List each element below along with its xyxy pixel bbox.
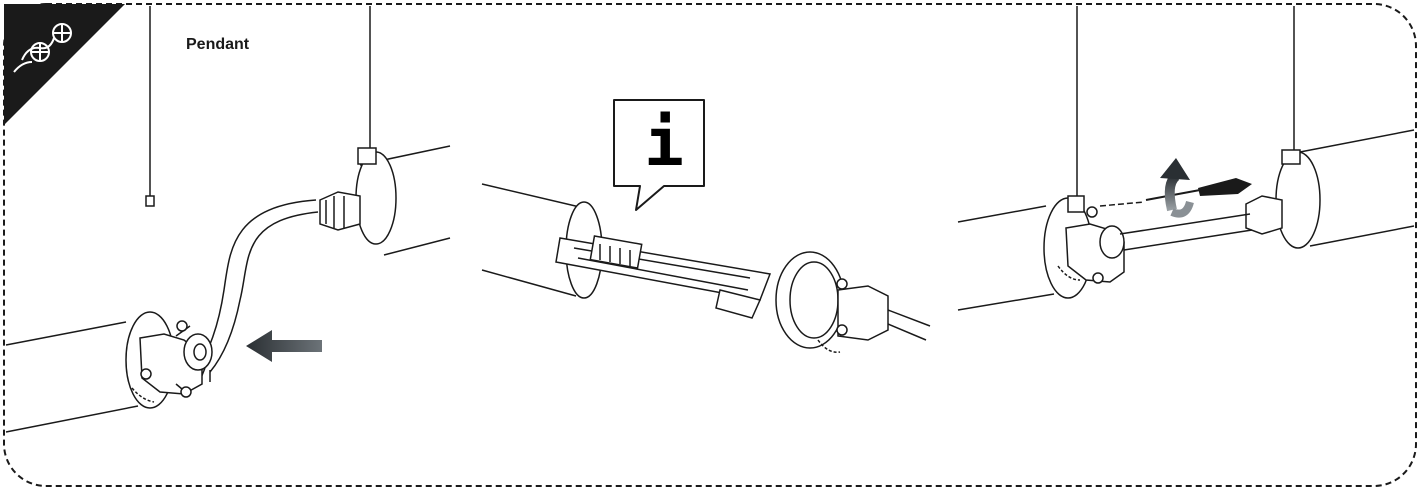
panel-3-drawing: [957, 6, 1415, 311]
info-symbol: i: [644, 104, 684, 181]
panel-1-drawing: [5, 6, 451, 433]
pendant-mount-icon: [4, 4, 125, 125]
panel-title: Pendant: [186, 36, 250, 53]
information-icon: [613, 99, 705, 211]
dashed-frame: [3, 3, 1417, 487]
arrow-left-icon: [246, 330, 322, 362]
rotate-arrow-icon: [1160, 158, 1194, 218]
panel-2-drawing: [481, 183, 931, 353]
screwdriver-icon: [1145, 178, 1252, 201]
